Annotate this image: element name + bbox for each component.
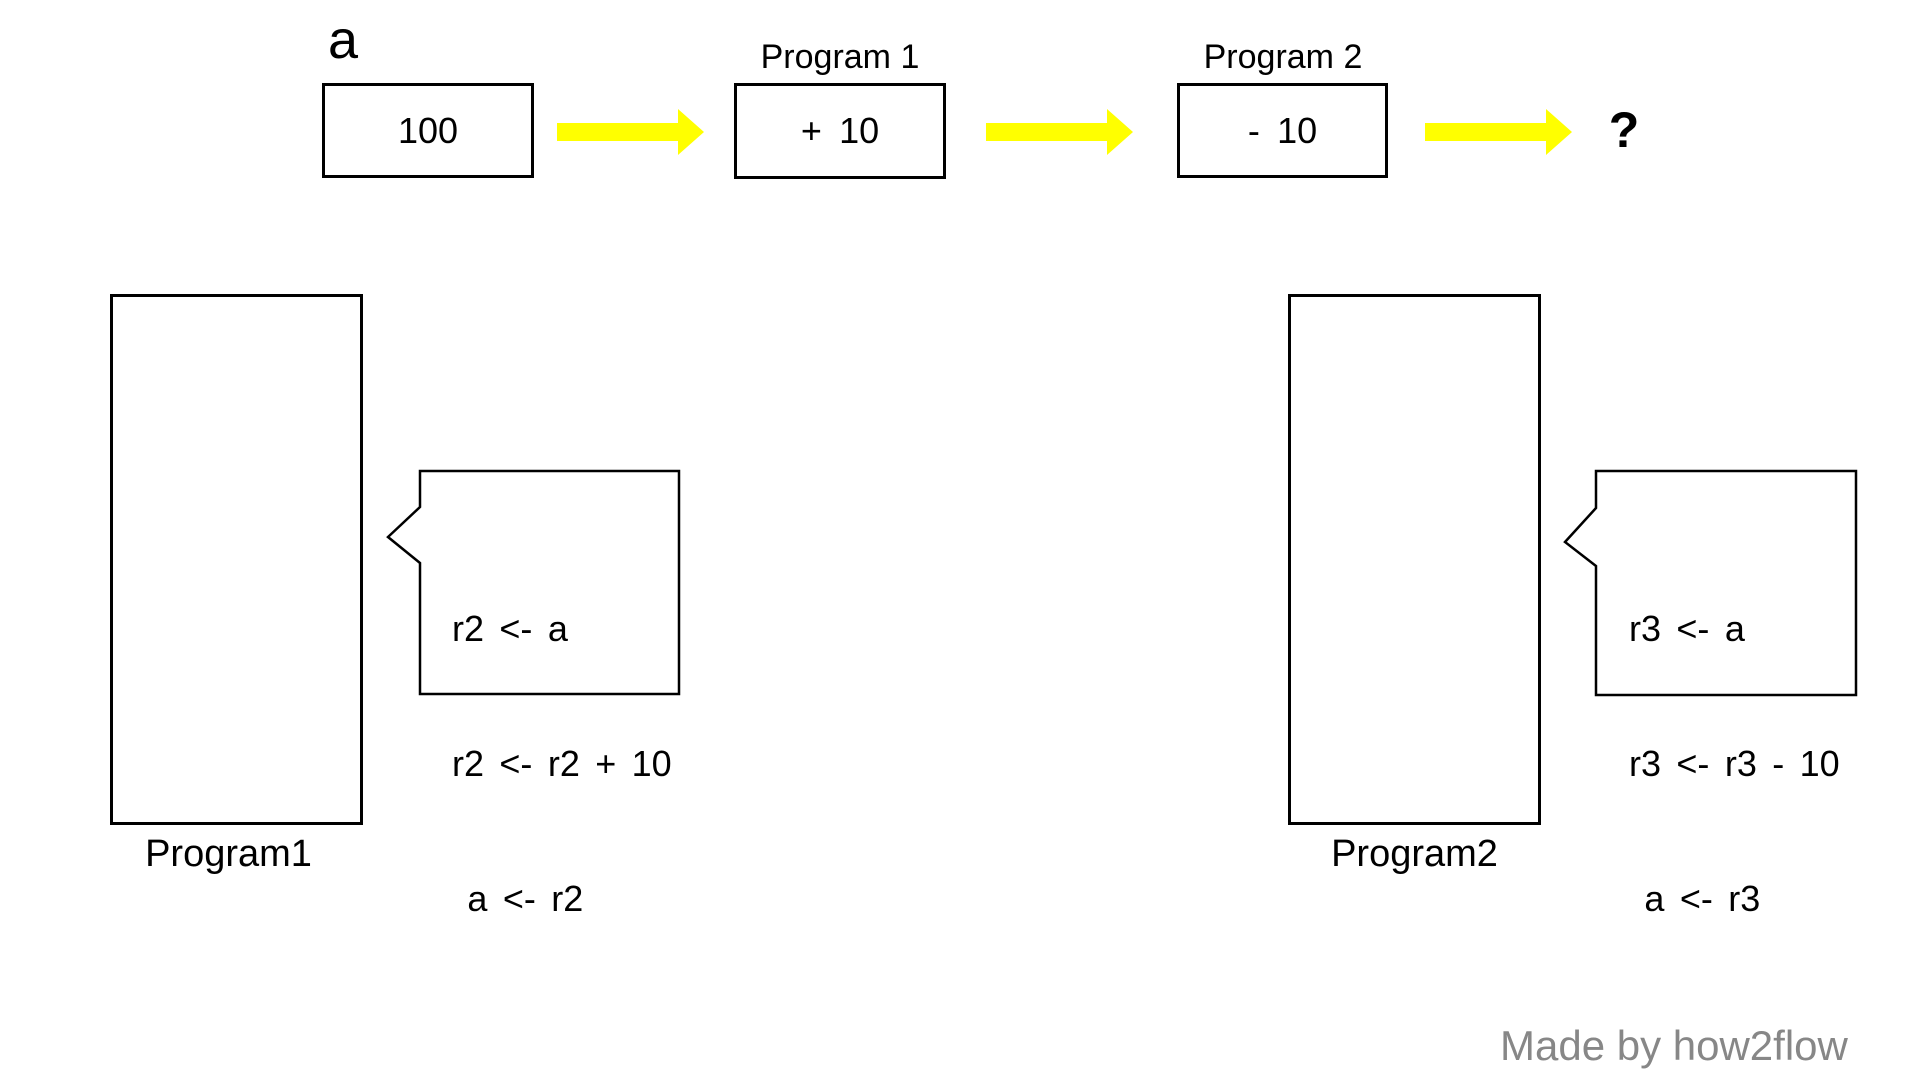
code-line: a <- r3 (1629, 878, 1761, 919)
code-line: r3 <- r3 - 10 (1629, 743, 1840, 784)
code-line: r2 <- a (452, 608, 568, 649)
program1-code: r2 <- a r2 <- r2 + 10 a <- r2 (452, 516, 672, 1011)
program2-operation-value: - 10 (1247, 109, 1318, 151)
variable-a-label: a (328, 10, 359, 70)
flow-arrow-3-icon (1425, 109, 1572, 155)
flow-arrow-2-icon (986, 109, 1133, 155)
flow-arrow-1-icon (557, 109, 704, 155)
variable-a-value: 100 (397, 109, 459, 151)
program1-flow-label: Program 1 (760, 38, 920, 76)
callout-shape (386, 469, 681, 696)
callout-shape (1563, 469, 1858, 697)
program2-title: Program2 (1331, 833, 1498, 875)
variable-a-box: 100 (322, 83, 534, 178)
code-line: r3 <- a (1629, 608, 1745, 649)
program1-callout-bubble (386, 469, 681, 696)
arrow-shape (1425, 109, 1572, 155)
program2-flow-label: Program 2 (1203, 38, 1363, 76)
program1-title: Program1 (145, 833, 312, 875)
program1-operation-box: + 10 (734, 83, 946, 179)
arrow-shape (557, 109, 704, 155)
program1-rect (110, 294, 363, 825)
program2-callout-bubble (1563, 469, 1858, 697)
credit-text: Made by how2flow (1500, 1022, 1848, 1069)
program2-code: r3 <- a r3 <- r3 - 10 a <- r3 (1629, 516, 1840, 1011)
result-question-mark: ? (1608, 102, 1640, 158)
arrow-shape (986, 109, 1133, 155)
program2-rect (1288, 294, 1541, 825)
program2-operation-box: - 10 (1177, 83, 1388, 178)
program1-operation-value: + 10 (800, 110, 880, 151)
code-line: r2 <- r2 + 10 (452, 743, 672, 784)
code-line: a <- r2 (452, 878, 584, 919)
